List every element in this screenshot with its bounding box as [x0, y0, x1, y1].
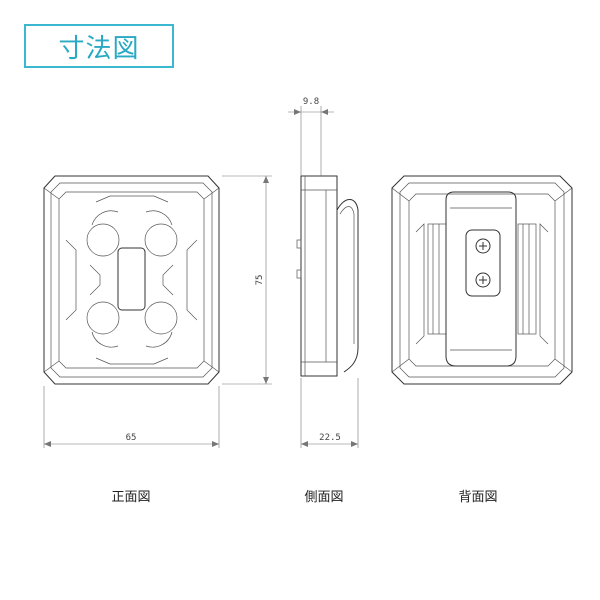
- front-notch-inner-right: [162, 264, 174, 296]
- front-ring-br: [145, 331, 173, 348]
- back-notch-left: [415, 223, 425, 345]
- back-notch-right: [539, 223, 549, 345]
- side-clip-inner: [339, 206, 355, 344]
- front-circle-tr: [144, 223, 178, 257]
- back-screw-upper-icon: [475, 238, 491, 254]
- front-corner-tl: [43, 187, 60, 200]
- front-corner-br: [203, 360, 220, 373]
- front-view: [43, 175, 220, 385]
- front-width-value: 65: [126, 433, 137, 443]
- side-top-dimension: [288, 106, 334, 176]
- front-corner-tr: [203, 187, 220, 200]
- front-corner-bl: [43, 360, 60, 373]
- front-inner-outline: [50, 182, 213, 378]
- front-ring-tl: [91, 210, 119, 226]
- side-view-label: 側面図: [304, 490, 344, 505]
- back-corner-bl: [391, 358, 410, 373]
- front-height-value: 75: [255, 275, 265, 286]
- back-rail-right: [517, 223, 537, 335]
- back-panel-outline: [408, 193, 556, 367]
- back-inner-outline: [399, 182, 565, 378]
- back-belt-clip: [445, 191, 517, 367]
- front-panel-outline: [58, 191, 205, 369]
- front-rib-top: [95, 195, 169, 203]
- back-corner-tr: [554, 187, 573, 202]
- side-top-value: 9.8: [303, 97, 319, 107]
- back-rail-left: [427, 223, 447, 335]
- front-ring-tr: [145, 210, 173, 226]
- side-tab-upper: [296, 239, 302, 249]
- front-center-slot: [117, 247, 146, 311]
- side-depth-dimension: [300, 378, 359, 448]
- title-text: 寸法図: [58, 33, 140, 64]
- back-view-label: 背面図: [458, 490, 498, 505]
- front-height-dimension: [222, 175, 272, 385]
- front-circle-bl: [86, 301, 120, 335]
- front-notch-left: [65, 239, 77, 321]
- side-body: [300, 175, 338, 377]
- front-notch-inner-left: [89, 264, 101, 296]
- back-screw-lower-icon: [475, 272, 491, 288]
- front-ring-bl: [91, 331, 119, 348]
- side-clip: [336, 199, 359, 373]
- title-box: 寸法図: [24, 24, 174, 68]
- back-corner-br: [554, 358, 573, 373]
- back-corner-tl: [391, 187, 410, 202]
- front-view-label: 正面図: [111, 490, 151, 505]
- back-screw-plate: [465, 229, 501, 297]
- front-rib-bottom: [95, 357, 169, 365]
- front-circle-tl: [86, 223, 120, 257]
- front-outer-outline: [43, 175, 220, 385]
- front-circle-br: [144, 301, 178, 335]
- side-tab-lower: [296, 269, 302, 279]
- side-depth-value: 22.5: [319, 433, 341, 443]
- back-view: [391, 175, 573, 385]
- side-view: [296, 175, 359, 377]
- front-width-dimension: [43, 386, 220, 448]
- front-notch-right: [186, 239, 198, 321]
- back-outer-outline: [391, 175, 573, 385]
